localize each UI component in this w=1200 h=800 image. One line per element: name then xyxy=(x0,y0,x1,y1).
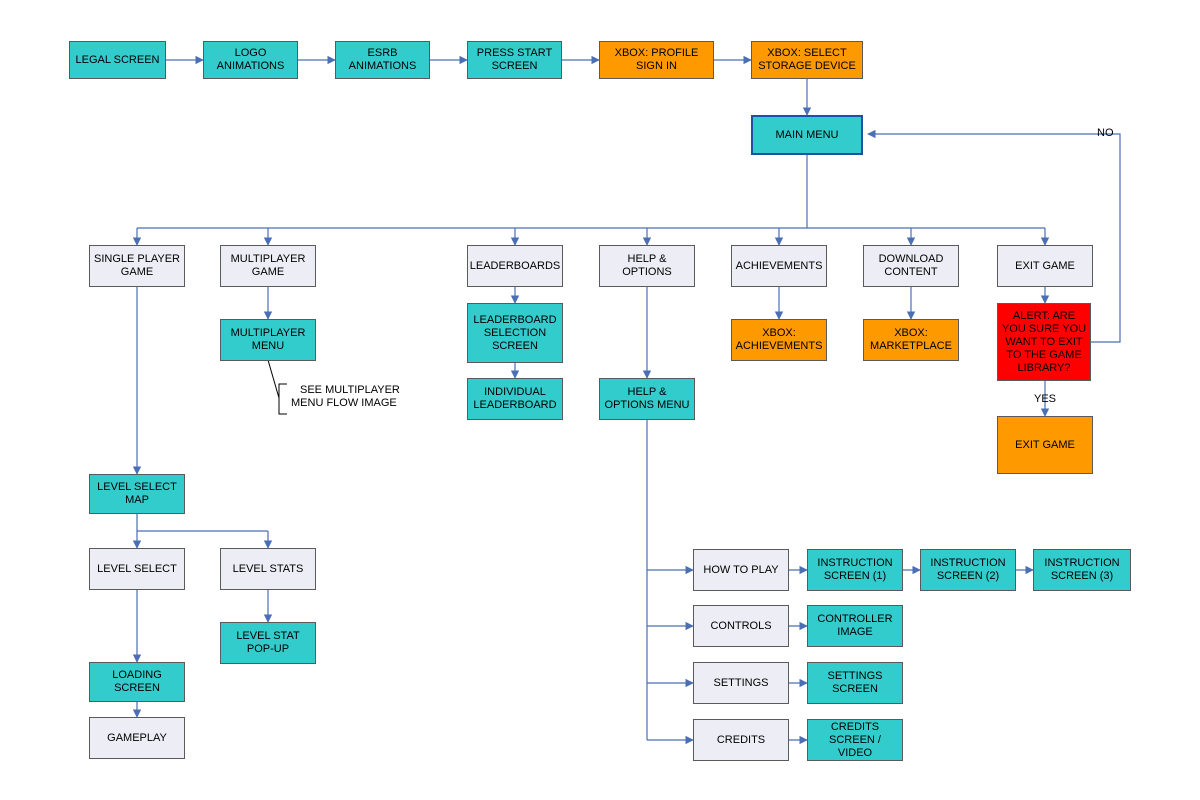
node-level-stats: LEVEL STATS xyxy=(220,548,316,590)
node-level-stat-popup: LEVEL STAT POP-UP xyxy=(220,622,316,664)
node-instruction-screen-3-label: INSTRUCTION SCREEN (3) xyxy=(1044,557,1120,582)
node-settings-screen: SETTINGS SCREEN xyxy=(807,662,903,704)
node-press-start-screen: PRESS START SCREEN xyxy=(467,41,562,79)
node-instruction-screen-2-label: INSTRUCTION SCREEN (2) xyxy=(930,557,1006,582)
node-credits-screen-video-label: CREDITS SCREEN / VIDEO xyxy=(829,720,881,759)
node-exit-game: EXIT GAME xyxy=(997,245,1093,287)
node-instruction-screen-1-label: INSTRUCTION SCREEN (1) xyxy=(817,557,893,582)
node-settings: SETTINGS xyxy=(693,662,789,704)
node-achievements-label: ACHIEVEMENTS xyxy=(735,259,823,272)
node-logo-animations: LOGO ANIMATIONS xyxy=(203,41,298,79)
node-xbox-marketplace: XBOX: MARKETPLACE xyxy=(863,319,959,361)
node-help-options: HELP & OPTIONS xyxy=(599,245,695,287)
node-legal-screen-label: LEGAL SCREEN xyxy=(75,53,160,66)
node-level-select-map-label: LEVEL SELECT MAP xyxy=(97,481,177,506)
node-credits: CREDITS xyxy=(693,719,789,761)
node-leaderboard-selection-screen: LEADERBOARD SELECTION SCREEN xyxy=(467,303,563,363)
node-controls-label: CONTROLS xyxy=(710,619,772,632)
node-exit-alert: ALERT: ARE YOU SURE YOU WANT TO EXIT TO … xyxy=(997,303,1091,381)
node-individual-leaderboard: INDIVIDUAL LEADERBOARD xyxy=(467,378,563,420)
node-help-options-menu-label: HELP & OPTIONS MENU xyxy=(604,386,690,411)
node-xbox-achievements-label: XBOX: ACHIEVEMENTS xyxy=(735,327,823,352)
node-multiplayer-menu-label: MULTIPLAYER MENU xyxy=(230,327,306,352)
node-main-menu-label: MAIN MENU xyxy=(775,128,839,141)
edge-levelmap-split xyxy=(136,514,268,532)
node-controls: CONTROLS xyxy=(693,605,789,647)
node-exit-game-final-label: EXIT GAME xyxy=(1015,438,1075,451)
node-credits-screen-video: CREDITS SCREEN / VIDEO xyxy=(807,719,903,761)
node-single-player-game: SINGLE PLAYER GAME xyxy=(89,245,185,287)
node-multiplayer-menu: MULTIPLAYER MENU xyxy=(220,319,316,361)
node-leaderboard-selection-screen-label: LEADERBOARD SELECTION SCREEN xyxy=(473,313,557,352)
node-help-options-menu: HELP & OPTIONS MENU xyxy=(599,378,695,420)
label-yes: YES xyxy=(1034,393,1057,405)
node-level-select-map: LEVEL SELECT MAP xyxy=(89,474,185,514)
node-individual-leaderboard-label: INDIVIDUAL LEADERBOARD xyxy=(473,386,557,411)
node-esrb-animations: ESRB ANIMATIONS xyxy=(335,41,430,79)
node-level-select-label: LEVEL SELECT xyxy=(97,562,177,575)
callout-bracket xyxy=(267,359,287,415)
node-gameplay-label: GAMEPLAY xyxy=(107,731,167,744)
node-multiplayer-game-label: MULTIPLAYER GAME xyxy=(230,253,306,278)
node-exit-alert-label: ALERT: ARE YOU SURE YOU WANT TO EXIT TO … xyxy=(1001,309,1087,374)
node-download-content-label: DOWNLOAD CONTENT xyxy=(878,253,944,278)
node-logo-animations-label: LOGO ANIMATIONS xyxy=(216,47,285,72)
node-xbox-select-storage-label: XBOX: SELECT STORAGE DEVICE xyxy=(758,47,856,72)
node-legal-screen: LEGAL SCREEN xyxy=(69,41,166,79)
node-gameplay: GAMEPLAY xyxy=(89,717,185,759)
node-xbox-profile-sign-in: XBOX: PROFILE SIGN IN xyxy=(599,41,714,79)
node-leaderboards-label: LEADERBOARDS xyxy=(469,259,561,272)
edge-alert-no xyxy=(867,129,1121,343)
node-achievements: ACHIEVEMENTS xyxy=(731,245,827,287)
node-settings-label: SETTINGS xyxy=(713,676,769,689)
note-line-2: MENU FLOW IMAGE xyxy=(291,397,397,409)
node-instruction-screen-2: INSTRUCTION SCREEN (2) xyxy=(920,549,1016,591)
note-line-1: SEE MULTIPLAYER xyxy=(300,384,400,396)
node-exit-game-label: EXIT GAME xyxy=(1015,259,1075,272)
node-help-options-label: HELP & OPTIONS xyxy=(622,253,672,278)
node-exit-game-final: EXIT GAME xyxy=(997,416,1093,474)
node-level-stats-label: LEVEL STATS xyxy=(232,562,304,575)
node-main-menu: MAIN MENU xyxy=(751,115,863,155)
note-see-multiplayer-flow: SEE MULTIPLAYER MENU FLOW IMAGE xyxy=(291,384,400,410)
node-multiplayer-game: MULTIPLAYER GAME xyxy=(220,245,316,287)
node-credits-label: CREDITS xyxy=(716,733,766,746)
node-press-start-screen-label: PRESS START SCREEN xyxy=(476,47,553,72)
node-instruction-screen-1: INSTRUCTION SCREEN (1) xyxy=(807,549,903,591)
node-xbox-select-storage: XBOX: SELECT STORAGE DEVICE xyxy=(751,41,863,79)
node-how-to-play-label: HOW TO PLAY xyxy=(703,563,779,576)
node-instruction-screen-3: INSTRUCTION SCREEN (3) xyxy=(1033,549,1131,591)
node-controller-image: CONTROLLER IMAGE xyxy=(807,605,903,647)
node-esrb-animations-label: ESRB ANIMATIONS xyxy=(348,47,417,72)
node-loading-screen-label: LOADING SCREEN xyxy=(112,669,162,694)
node-settings-screen-label: SETTINGS SCREEN xyxy=(827,670,883,695)
node-controller-image-label: CONTROLLER IMAGE xyxy=(817,613,893,638)
node-xbox-profile-sign-in-label: XBOX: PROFILE SIGN IN xyxy=(614,47,699,72)
label-no: NO xyxy=(1097,127,1114,139)
node-level-stat-popup-label: LEVEL STAT POP-UP xyxy=(236,630,300,655)
node-loading-screen: LOADING SCREEN xyxy=(89,662,185,702)
node-xbox-marketplace-label: XBOX: MARKETPLACE xyxy=(870,327,952,352)
node-level-select: LEVEL SELECT xyxy=(89,548,185,590)
node-leaderboards: LEADERBOARDS xyxy=(467,245,563,287)
node-single-player-game-label: SINGLE PLAYER GAME xyxy=(94,253,180,278)
node-download-content: DOWNLOAD CONTENT xyxy=(863,245,959,287)
node-xbox-achievements: XBOX: ACHIEVEMENTS xyxy=(731,319,827,361)
node-how-to-play: HOW TO PLAY xyxy=(693,549,789,591)
